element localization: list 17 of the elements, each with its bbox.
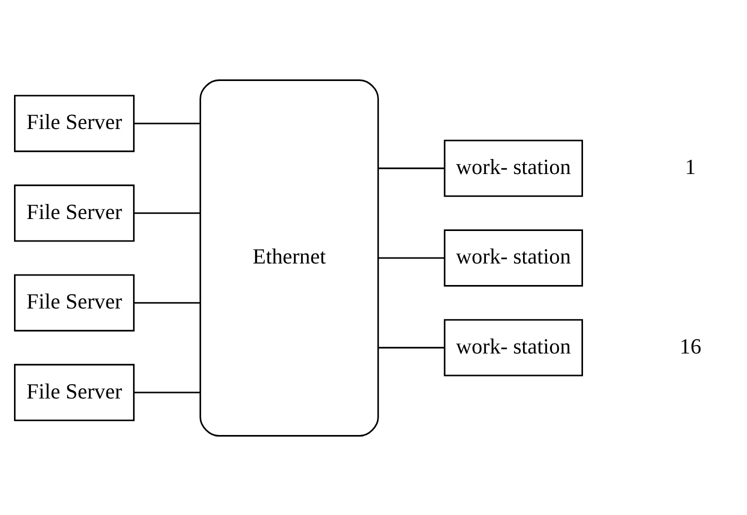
- node-box: File Server: [14, 184, 135, 242]
- node-box: work- station: [444, 228, 584, 286]
- node-box: File Server: [14, 94, 135, 152]
- connector: [134, 391, 200, 393]
- label: 1: [685, 154, 696, 179]
- connector: [378, 167, 445, 169]
- node-box: work- station: [444, 139, 584, 196]
- connector: [378, 346, 445, 348]
- connector: [134, 212, 200, 214]
- connector: [134, 302, 200, 304]
- node-box: File Server: [14, 363, 135, 421]
- connector: [134, 122, 200, 124]
- node-box: File Server: [14, 274, 135, 331]
- node-box: Ethernet: [200, 78, 379, 436]
- connector: [378, 256, 445, 258]
- node-box: work- station: [444, 318, 584, 376]
- label: 16: [680, 334, 702, 358]
